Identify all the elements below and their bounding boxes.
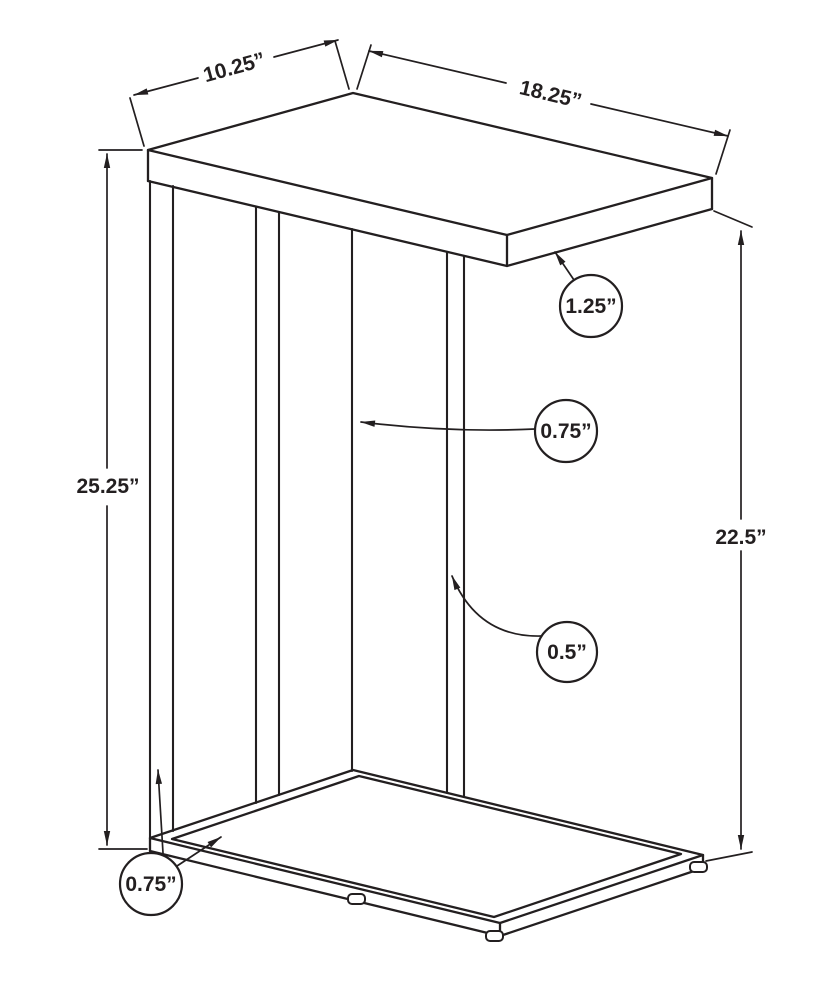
feet [347,861,708,942]
extension-line [129,97,145,147]
dim-base-thickness-label: 0.75” [125,873,176,896]
extension-line [705,851,753,862]
foot-front-corner [485,930,504,942]
table-top [146,91,714,268]
callout-circle [118,851,184,917]
leader-line [554,251,575,281]
base-inner-opening-edge [170,774,683,919]
dim-top-depth-label: 10.25” [201,48,268,87]
extension-line [715,129,731,175]
leader-line [360,420,536,431]
support-posts [148,179,466,840]
slab-top-face [146,91,714,237]
callout-base-thickness: 0.75” [118,769,222,917]
leader-line [176,836,222,867]
dimension-line [368,50,507,84]
dimension-line [133,77,199,96]
dim-overall-height-label: 25.25” [76,475,139,498]
callout-circle [558,273,624,339]
callout-top-thickness: 1.25” [554,251,624,339]
dim-top-length-label: 18.25” [517,76,584,113]
dim-top-thickness-label: 1.25” [565,295,616,318]
dim-clearance-height: 22.5” [705,210,767,862]
dim-post-depth-label: 0.5” [547,641,587,664]
dimension-line [273,39,339,58]
extension-line [334,40,350,90]
callout-circle [535,620,599,684]
dim-overall-height: 25.25” [76,149,148,850]
base-bottom-edge [148,849,705,938]
foot-right-corner [689,861,708,873]
extension-line [713,210,753,228]
leader-line [451,575,543,637]
callout-circle [533,398,599,464]
base-frame [148,768,705,938]
dimension-line [590,103,729,137]
dim-top-length: 18.25” [356,44,731,175]
callout-post-width: 0.75” [360,398,599,464]
dim-post-width-label: 0.75” [540,420,591,443]
dim-clearance-height-label: 22.5” [715,526,766,549]
leader-line [155,769,164,854]
dim-top-depth: 10.25” [129,39,350,147]
callout-post-depth: 0.5” [451,575,599,684]
slab-bottom-edge [146,179,714,268]
foot-front-left [347,893,366,905]
